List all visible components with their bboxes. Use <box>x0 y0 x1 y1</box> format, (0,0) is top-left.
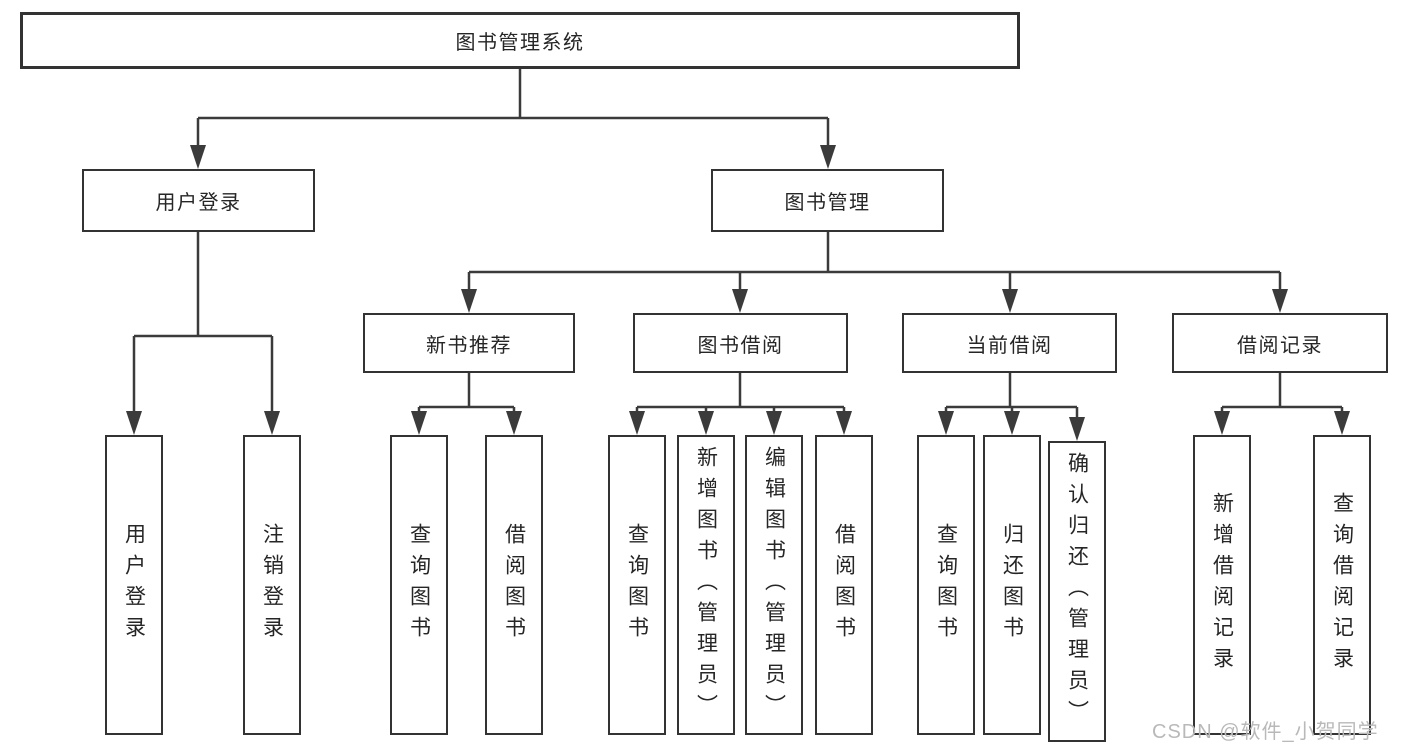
leaf-query-books-1: 查询图书 <box>390 435 448 735</box>
leaf-edit-books-admin: 编辑图书（管理员） <box>745 435 803 735</box>
connector-book-management-to-level3 <box>461 232 1288 313</box>
node-book-management: 图书管理 <box>711 169 944 232</box>
node-new-book-recommend-label: 新书推荐 <box>426 334 512 357</box>
leaf-confirm-return-admin: 确认归还（管理员） <box>1048 441 1106 742</box>
leaf-borrow-books-1: 借阅图书 <box>485 435 543 735</box>
leaf-query-borrow-record: 查询借阅记录 <box>1313 435 1371 735</box>
node-borrow-records-label: 借阅记录 <box>1237 334 1323 357</box>
leaf-add-borrow-record: 新增借阅记录 <box>1193 435 1251 735</box>
leaf-logout: 注销登录 <box>243 435 301 735</box>
connector-current-borrow-to-leaves <box>938 373 1085 441</box>
node-new-book-recommend: 新书推荐 <box>363 313 575 373</box>
leaf-logout-label: 注销登录 <box>260 523 284 647</box>
connector-root-to-level2 <box>190 69 836 169</box>
leaf-return-books-label: 归还图书 <box>1000 523 1024 647</box>
leaf-borrow-books-1-label: 借阅图书 <box>502 523 526 647</box>
leaf-edit-books-admin-label: 编辑图书（管理员） <box>762 445 786 725</box>
node-current-borrow-label: 当前借阅 <box>966 334 1053 357</box>
node-root-label: 图书管理系统 <box>455 32 585 54</box>
node-book-borrow-label: 图书借阅 <box>697 334 784 357</box>
leaf-user-login-label: 用户登录 <box>122 523 146 647</box>
connector-new-book-to-leaves <box>411 373 522 435</box>
leaf-add-borrow-record-label: 新增借阅记录 <box>1210 492 1234 678</box>
leaf-user-login: 用户登录 <box>105 435 163 735</box>
leaf-return-books: 归还图书 <box>983 435 1041 735</box>
node-root: 图书管理系统 <box>20 12 1020 69</box>
node-book-borrow: 图书借阅 <box>633 313 848 373</box>
leaf-query-books-2-label: 查询图书 <box>625 523 649 647</box>
node-user-login: 用户登录 <box>82 169 315 232</box>
connector-book-borrow-to-leaves <box>629 373 852 435</box>
leaf-borrow-books-2: 借阅图书 <box>815 435 873 735</box>
leaf-query-books-3-label: 查询图书 <box>934 523 958 647</box>
node-borrow-records: 借阅记录 <box>1172 313 1388 373</box>
connector-user-login-to-leaves <box>126 232 280 435</box>
leaf-borrow-books-2-label: 借阅图书 <box>832 523 856 647</box>
node-current-borrow: 当前借阅 <box>902 313 1117 373</box>
leaf-add-books-admin-label: 新增图书（管理员） <box>694 445 718 725</box>
node-book-management-label: 图书管理 <box>784 192 871 214</box>
node-user-login-label: 用户登录 <box>155 192 242 214</box>
leaf-query-books-1-label: 查询图书 <box>407 523 431 647</box>
leaf-query-books-2: 查询图书 <box>608 435 666 735</box>
watermark-text: CSDN @软件_小贺同学 <box>1152 721 1379 743</box>
leaf-query-borrow-record-label: 查询借阅记录 <box>1330 492 1354 678</box>
leaf-query-books-3: 查询图书 <box>917 435 975 735</box>
leaf-add-books-admin: 新增图书（管理员） <box>677 435 735 735</box>
leaf-confirm-return-admin-label: 确认归还（管理员） <box>1065 452 1089 731</box>
connector-borrow-records-to-leaves <box>1214 373 1350 435</box>
